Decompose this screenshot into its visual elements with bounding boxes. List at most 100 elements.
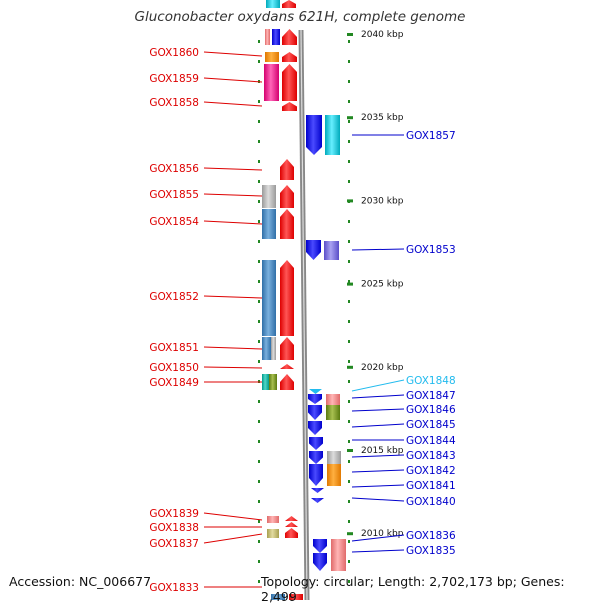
gene-chevron-red <box>280 364 294 369</box>
gene-label-gox1844[interactable]: GOX1844 <box>406 435 456 447</box>
gene-leader-line <box>203 346 263 350</box>
gene-label-gox1839[interactable]: GOX1839 <box>149 508 199 520</box>
guide-dot <box>258 100 260 103</box>
guide-dot <box>258 560 260 563</box>
guide-dot <box>258 400 260 403</box>
gene-leader-line <box>203 512 263 521</box>
gene-arrow-red <box>282 64 297 101</box>
gene-arrow-red <box>282 29 297 45</box>
gene-leader-line <box>203 51 263 57</box>
gene-label-gox1849[interactable]: GOX1849 <box>149 377 199 389</box>
gene-label-gox1859[interactable]: GOX1859 <box>149 73 199 85</box>
genome-title: Gluconobacter oxydans 621H, complete gen… <box>134 9 466 25</box>
gene-label-gox1848[interactable]: GOX1848 <box>406 375 456 387</box>
guide-dot <box>258 200 260 203</box>
gene-block-purple <box>324 241 339 260</box>
guide-dot <box>258 420 260 423</box>
guide-dot <box>348 460 350 463</box>
guide-dot <box>258 40 260 43</box>
gene-label-gox1837[interactable]: GOX1837 <box>149 538 199 550</box>
gene-label-gox1856[interactable]: GOX1856 <box>149 163 199 175</box>
gene-leader-line <box>203 220 263 225</box>
gene-block-orange <box>265 52 279 62</box>
gene-arrow-red <box>280 337 294 360</box>
gene-leader-line <box>203 295 263 299</box>
gene-label-gox1846[interactable]: GOX1846 <box>406 404 456 416</box>
gene-label-gox1845[interactable]: GOX1845 <box>406 419 456 431</box>
guide-dot <box>258 520 260 523</box>
guide-dot <box>258 60 260 63</box>
guide-dot <box>348 420 350 423</box>
guide-dot <box>348 320 350 323</box>
scale-label: 2015 kbp <box>361 446 404 456</box>
guide-dot <box>348 140 350 143</box>
scale-label: 2010 kbp <box>361 529 404 539</box>
scale-label: 2035 kbp <box>361 113 404 123</box>
gene-block-steel <box>271 594 285 600</box>
guide-dot <box>348 100 350 103</box>
guide-dot <box>258 360 260 363</box>
gene-chevron-red <box>285 522 298 527</box>
gene-label-gox1838[interactable]: GOX1838 <box>149 522 199 534</box>
guide-dot <box>348 520 350 523</box>
guide-dot <box>258 340 260 343</box>
gene-label-gox1857[interactable]: GOX1857 <box>406 130 456 142</box>
gene-arrow-blue <box>308 405 322 420</box>
guide-dot <box>258 580 260 583</box>
guide-dot <box>258 320 260 323</box>
gene-block-orange <box>327 464 341 486</box>
guide-dot <box>348 540 350 543</box>
gene-chevron-blue <box>311 498 324 503</box>
guide-dot <box>258 480 260 483</box>
gene-label-gox1840[interactable]: GOX1840 <box>406 496 456 508</box>
guide-dot <box>348 500 350 503</box>
gene-block-pink <box>264 64 279 101</box>
gene-block-cyan <box>325 115 340 155</box>
left-dot-track <box>258 40 260 583</box>
gene-leader-line <box>351 549 405 553</box>
gene-block-red <box>289 594 303 600</box>
scale-tick <box>347 199 353 203</box>
gene-leader-line <box>351 248 405 251</box>
guide-dot <box>348 360 350 363</box>
gene-leader-line <box>351 454 405 458</box>
gene-label-gox1860[interactable]: GOX1860 <box>149 47 199 59</box>
gene-leader-line <box>351 394 405 399</box>
gene-label-gox1841[interactable]: GOX1841 <box>406 480 456 492</box>
gene-block-steel <box>262 209 276 239</box>
gene-arrow-red <box>282 52 297 62</box>
gene-block-cyan <box>266 0 280 8</box>
gene-label-gox1851[interactable]: GOX1851 <box>149 342 199 354</box>
guide-dot <box>348 380 350 383</box>
gene-label-gox1855[interactable]: GOX1855 <box>149 189 199 201</box>
gene-label-gox1843[interactable]: GOX1843 <box>406 450 456 462</box>
guide-dot <box>348 120 350 123</box>
guide-dot <box>258 540 260 543</box>
gene-label-gox1852[interactable]: GOX1852 <box>149 291 199 303</box>
gene-label-gox1833[interactable]: GOX1833 <box>149 582 199 594</box>
guide-dot <box>348 340 350 343</box>
scale-tick <box>347 532 353 536</box>
gene-label-gox1853[interactable]: GOX1853 <box>406 244 456 256</box>
gene-label-gox1835[interactable]: GOX1835 <box>406 545 456 557</box>
gene-arrow-blue <box>306 115 322 155</box>
gene-label-gox1836[interactable]: GOX1836 <box>406 530 456 542</box>
gene-label-gox1847[interactable]: GOX1847 <box>406 390 456 402</box>
gene-block-gray <box>271 337 276 360</box>
gene-label-gox1842[interactable]: GOX1842 <box>406 465 456 477</box>
gene-label-gox1858[interactable]: GOX1858 <box>149 97 199 109</box>
gene-block-blue <box>272 29 280 45</box>
genome-backbone-highlight <box>300 29 308 600</box>
gene-label-gox1854[interactable]: GOX1854 <box>149 216 199 228</box>
gene-label-gox1850[interactable]: GOX1850 <box>149 362 199 374</box>
gene-block-gray <box>327 451 341 464</box>
gene-leader-line <box>351 423 405 428</box>
scale-tick <box>347 116 353 120</box>
gene-arrow-red <box>285 528 298 538</box>
scale-tick <box>347 365 353 369</box>
gene-arrow-red <box>282 0 296 8</box>
gene-leader-line <box>351 534 405 542</box>
gene-leader-line <box>351 497 405 502</box>
gene-block-steel <box>262 260 276 336</box>
